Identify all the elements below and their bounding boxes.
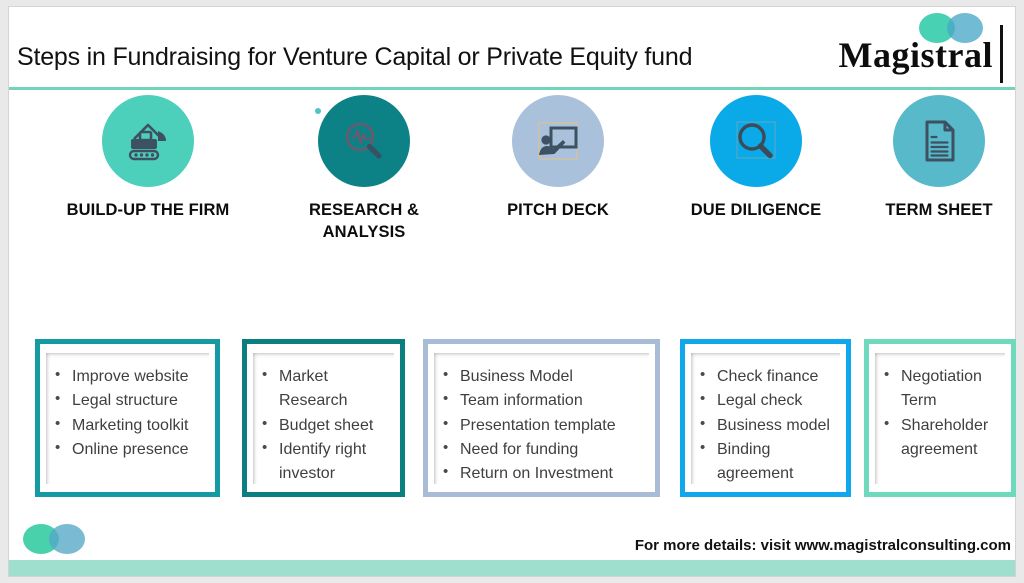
step-label: TERM SHEET <box>885 201 993 219</box>
document-icon <box>925 120 955 162</box>
list-item: Marketing toolkit <box>55 413 201 438</box>
step-pitch-deck[interactable]: PITCH DECK <box>471 95 645 221</box>
brand-divider-bar <box>1000 25 1003 83</box>
page-title: Steps in Fundraising for Venture Capital… <box>17 43 693 71</box>
list-item: Presentation template <box>443 413 641 438</box>
list-item: Legal structure <box>55 388 201 413</box>
detail-box-research-and-analysis[interactable]: Market Research Budget sheet Identify ri… <box>242 339 405 497</box>
detail-box-inner: Improve website Legal structure Marketin… <box>46 353 209 484</box>
list-item: Improve website <box>55 364 201 389</box>
step-icon-circle <box>893 95 985 187</box>
step-icon-circle <box>102 95 194 187</box>
detail-box-build-up-the-firm[interactable]: Improve website Legal structure Marketin… <box>35 339 220 497</box>
magnifier-analysis-icon <box>345 122 382 159</box>
step-icon-circle <box>318 95 410 187</box>
bulldozer-icon <box>128 123 166 161</box>
list-item: Team information <box>443 388 641 413</box>
detail-box-inner: Check finance Legal check Business model… <box>691 353 840 484</box>
list-item: Binding agreement <box>700 437 832 487</box>
list-item: Budget sheet <box>262 413 386 438</box>
footer-contact-text: For more details: visit www.magistralcon… <box>634 537 1011 554</box>
list-item: Check finance <box>700 364 832 389</box>
step-icon-circle <box>710 95 802 187</box>
list-item: Online presence <box>55 437 201 462</box>
step-label: RESEARCH & ANALYSIS <box>308 201 420 242</box>
detail-list: Check finance Legal check Business model… <box>695 364 832 487</box>
detail-box-inner: Market Research Budget sheet Identify ri… <box>253 353 394 484</box>
step-label: BUILD-UP THE FIRM <box>66 201 230 219</box>
footer-accent-bar <box>9 560 1015 576</box>
list-item: Identify right investor <box>262 437 386 487</box>
step-icon-circle <box>512 95 604 187</box>
list-item: Market Research <box>262 364 386 414</box>
detail-box-inner: Negotiation Term Shareholder agreement <box>875 353 1005 484</box>
list-item: Negotiation Term <box>884 364 997 414</box>
detail-box-inner: Business Model Team information Presenta… <box>434 353 649 484</box>
list-item: Legal check <box>700 388 832 413</box>
detail-box-term-sheet[interactable]: Negotiation Term Shareholder agreement <box>864 339 1016 497</box>
brand-wordmark: Magistral <box>838 35 993 75</box>
magistral-overlapping-circles-logo-icon <box>919 13 985 43</box>
slide-header: Steps in Fundraising for Venture Capital… <box>9 7 1015 90</box>
footer-magistral-overlapping-circles-logo-icon <box>23 524 87 554</box>
detail-box-pitch-deck[interactable]: Business Model Team information Presenta… <box>423 339 660 497</box>
decorative-dot-icon <box>315 108 321 114</box>
step-build-up-the-firm[interactable]: BUILD-UP THE FIRM <box>61 95 235 221</box>
detail-list: Improve website Legal structure Marketin… <box>50 364 201 462</box>
presentation-board-icon <box>538 122 578 160</box>
step-due-diligence[interactable]: DUE DILIGENCE <box>669 95 843 221</box>
logo-right-circle-icon <box>947 13 983 43</box>
step-term-sheet[interactable]: TERM SHEET <box>857 95 1021 221</box>
detail-list: Negotiation Term Shareholder agreement <box>879 364 997 463</box>
list-item: Business Model <box>443 364 641 389</box>
step-research-and-analysis[interactable]: RESEARCH & ANALYSIS <box>277 95 451 244</box>
detail-boxes-row: Improve website Legal structure Marketin… <box>9 339 1016 509</box>
magnifier-icon <box>736 121 776 159</box>
detail-list: Market Research Budget sheet Identify ri… <box>257 364 386 487</box>
footer-logo-right-circle-icon <box>49 524 85 554</box>
detail-list: Business Model Team information Presenta… <box>438 364 641 487</box>
list-item: Business model <box>700 413 832 438</box>
step-label: DUE DILIGENCE <box>690 201 822 219</box>
list-item: Need for funding <box>443 437 641 462</box>
list-item: Shareholder agreement <box>884 413 997 463</box>
step-label: PITCH DECK <box>507 201 609 219</box>
brand-logo: Magistral <box>799 11 1009 85</box>
slide-canvas: Steps in Fundraising for Venture Capital… <box>8 6 1016 577</box>
list-item: Return on Investment <box>443 461 641 486</box>
steps-row: BUILD-UP THE FIRM RESEARCH & ANALYSIS <box>9 95 1015 335</box>
header-divider <box>9 87 1015 90</box>
slide-footer: For more details: visit www.magistralcon… <box>9 514 1015 576</box>
detail-box-due-diligence[interactable]: Check finance Legal check Business model… <box>680 339 851 497</box>
